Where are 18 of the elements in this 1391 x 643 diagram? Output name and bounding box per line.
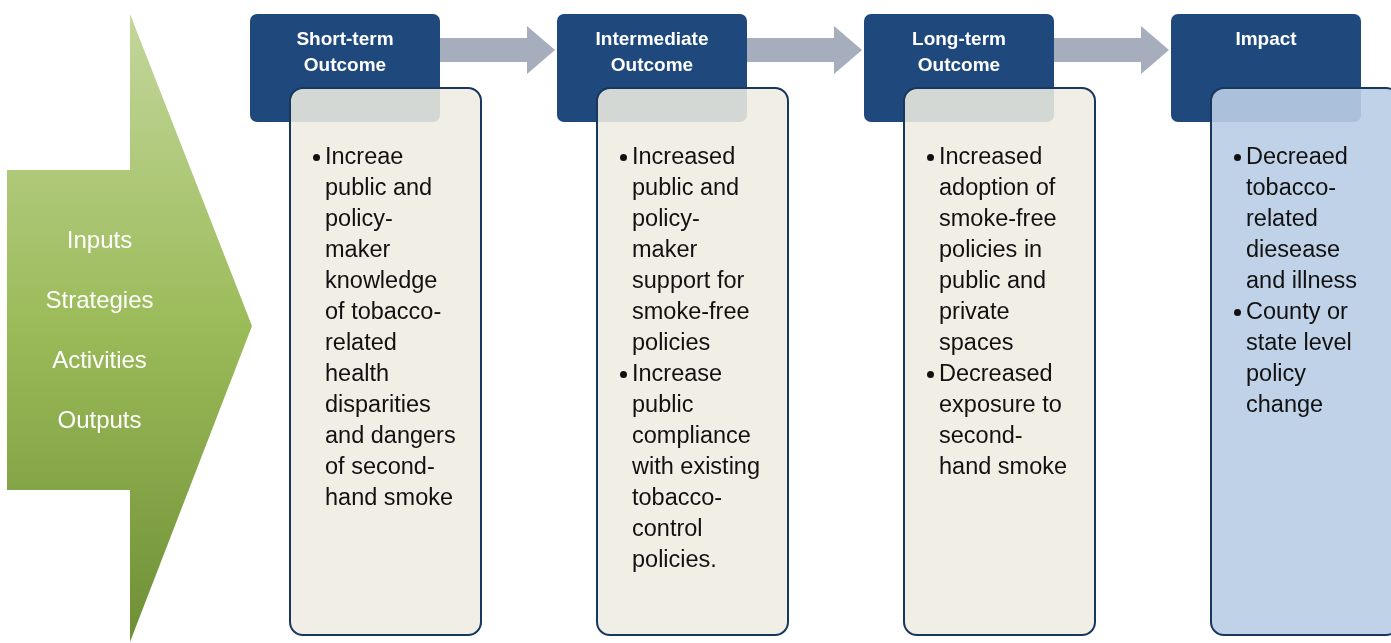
outcome-card bbox=[903, 87, 1096, 636]
chevron-text: Outputs bbox=[57, 405, 142, 435]
chevron-text: Inputs bbox=[66, 225, 133, 255]
outcome-card bbox=[596, 87, 789, 636]
bullet-text: Increased public and policy-maker support for smoke-free policies bbox=[632, 143, 750, 355]
bullet-text: Increase public compliance with existing tobacco-control policies. bbox=[632, 360, 760, 572]
outcome-card bbox=[289, 87, 482, 636]
bullet-text: Increae public and policy-maker knowledge of tobacco-related health disparities and dangers of second-hand smoke bbox=[325, 143, 456, 510]
arrow bbox=[747, 26, 862, 74]
outcome-card bbox=[1210, 87, 1391, 636]
chevron-text: Activities bbox=[52, 345, 147, 375]
arrow bbox=[440, 26, 555, 74]
bullet-text: County or state level policy change bbox=[1246, 298, 1352, 417]
arrow bbox=[1054, 26, 1169, 74]
bullet-text: Decreaed tobacco-related diesease and illness bbox=[1246, 143, 1358, 293]
chevron-text: Strategies bbox=[45, 285, 154, 315]
bullet-text: Decreased exposure to second-hand smoke bbox=[939, 360, 1068, 479]
bullet-text: Increased adoption of smoke-free policies in public and private spaces bbox=[939, 143, 1057, 355]
